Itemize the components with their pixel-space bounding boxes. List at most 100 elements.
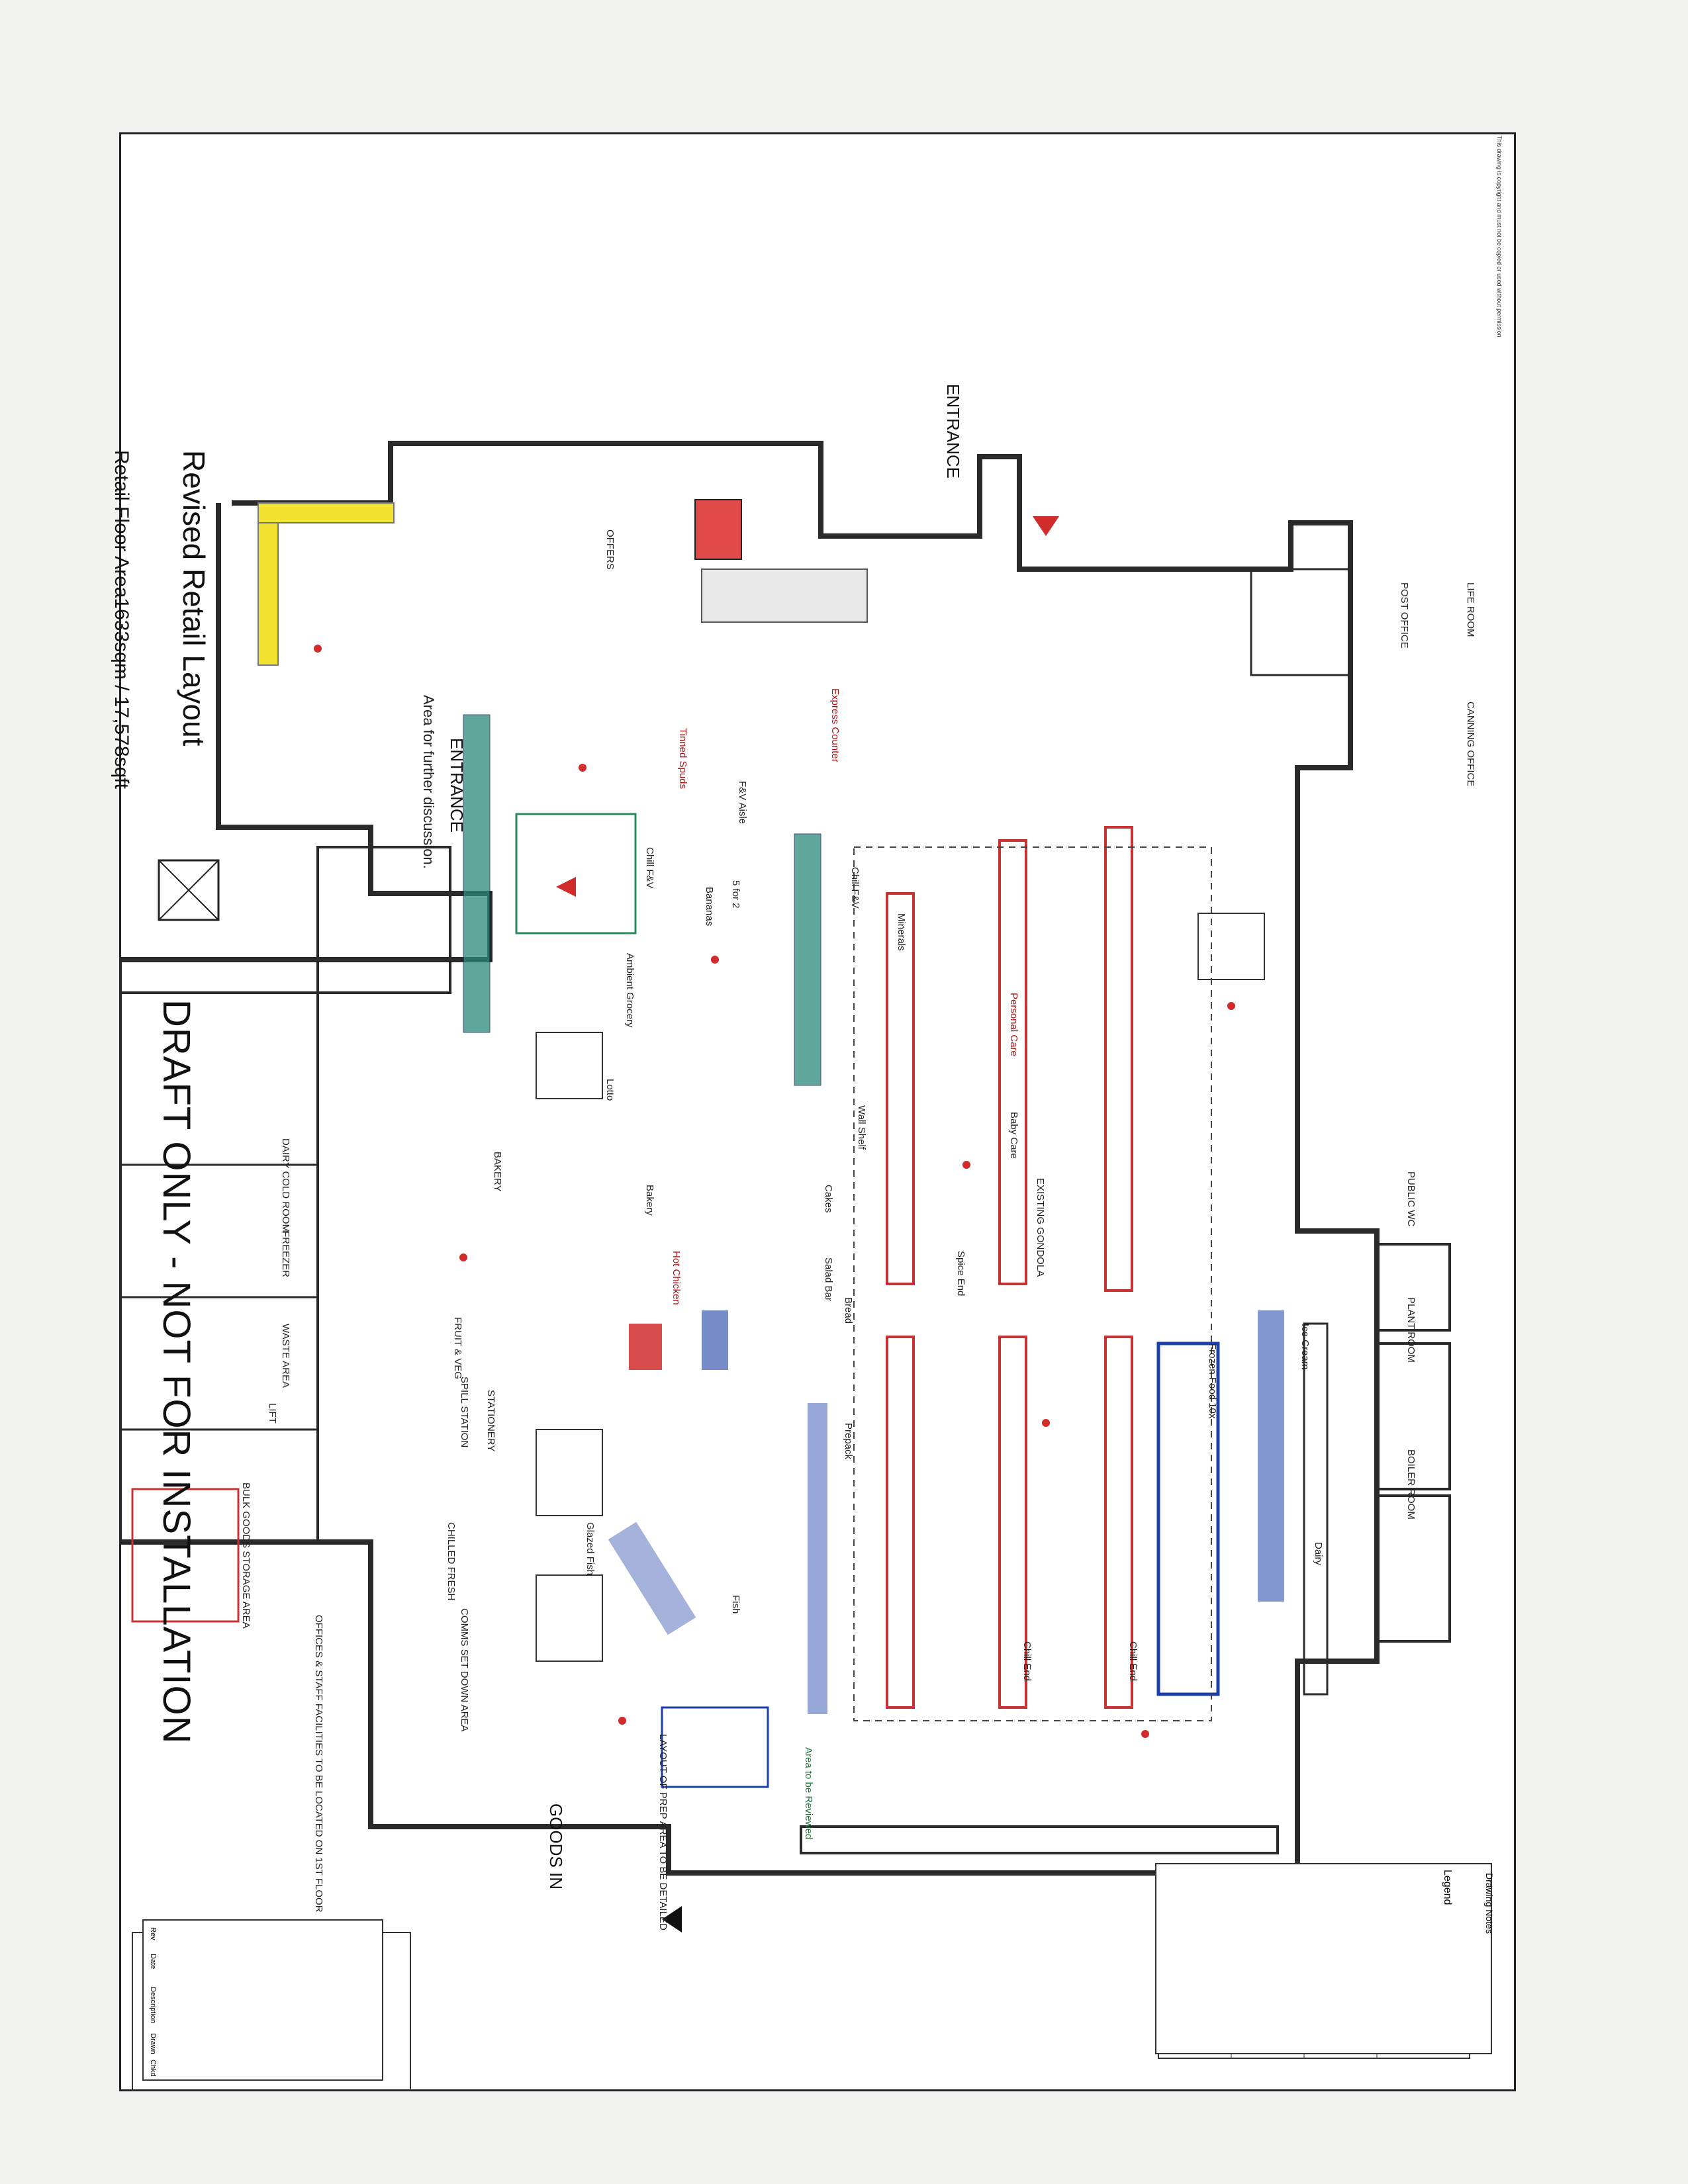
fixture-label: Chill End <box>1127 1641 1139 1682</box>
ice-cream-run <box>1258 1310 1284 1602</box>
offers-strip <box>258 502 279 666</box>
revision-header: Chkd <box>149 2060 157 2077</box>
fixture-label: F&V Aisle <box>737 781 748 825</box>
fish-counter <box>661 1706 769 1788</box>
fixture-label: Chill F&V <box>849 867 861 909</box>
revision-header: Rev <box>149 1927 157 1940</box>
promo-table-2 <box>1197 913 1265 980</box>
fixture-label: Hot Chicken <box>671 1251 682 1305</box>
revision-block: Rev Date Description Drawn Chkd <box>142 1919 383 2081</box>
room-label: POST OFFICE <box>1399 582 1410 649</box>
fixture-label: Bread <box>843 1297 854 1324</box>
sales-floor-guide <box>853 846 1212 1721</box>
side-note: LAYOUT OF PREP AREA TO BE DETAILED <box>657 1734 669 1931</box>
gondola-1 <box>886 892 915 1285</box>
fixture-label: Dairy <box>1313 1542 1324 1566</box>
room-label: PUBLIC WC <box>1405 1171 1417 1227</box>
fixture-label: Ice Cream <box>1299 1324 1311 1370</box>
room-label: BULK GOODS STORAGE AREA <box>240 1482 252 1629</box>
goods-in-label: GOODS IN <box>546 1803 566 1890</box>
room-label: LIFE ROOM <box>1465 582 1476 637</box>
fixture-label: Chill F&V <box>644 847 655 889</box>
copyright-note: This drawing is copyright and must not b… <box>1496 136 1503 338</box>
frozen-island <box>1156 1342 1220 1696</box>
revision-header: Drawn <box>149 2033 157 2054</box>
fixture-label: Lotto <box>604 1079 616 1101</box>
fixture-label: Express Counter <box>829 688 841 762</box>
room-label: BAKERY <box>492 1152 503 1192</box>
entrance-left-arrow <box>556 877 576 897</box>
entrance-top-arrow <box>1033 516 1059 536</box>
gondola-6 <box>1104 1336 1133 1709</box>
entrance-left-label: ENTRANCE <box>447 738 467 833</box>
side-note: Area for further discussion. <box>420 695 437 869</box>
gondola-2 <box>998 839 1027 1285</box>
fixture-label: 5 for 2 <box>730 880 741 909</box>
drawing-notes-title: Drawing Notes <box>1484 1873 1495 1934</box>
post-office <box>1250 568 1352 676</box>
room-label: CHILLED FRESH <box>445 1522 457 1601</box>
gondola-5 <box>998 1336 1027 1709</box>
fixture-label: Prepack <box>843 1423 854 1460</box>
room-label: SPILL STATION <box>459 1377 470 1448</box>
room-label: OFFICES & STAFF FACILITIES TO BE LOCATED… <box>313 1615 324 1913</box>
room-label: COMMS SET DOWN AREA <box>459 1608 470 1732</box>
marker-cluster <box>314 645 1235 1738</box>
entrance-ramp <box>701 569 868 623</box>
hot-chicken <box>629 1324 662 1370</box>
fixture-label: Chill End <box>1021 1641 1033 1682</box>
bulk-storage-racking <box>131 1488 240 1623</box>
public-wc <box>1376 1243 1451 1332</box>
room-label: DAIRY COLD ROOM <box>280 1138 291 1232</box>
fixture-label: Cakes <box>823 1185 834 1213</box>
plan-floor-area: Retail Floor Area1633sqm / 17,578sqft <box>111 450 132 789</box>
fixture-label: OFFERS <box>604 529 616 570</box>
revision-header: Description <box>149 1987 157 2024</box>
gondola-4 <box>886 1336 915 1709</box>
fixture-label: Frozen Food 10x <box>1207 1343 1218 1419</box>
prepack-run <box>808 1403 827 1714</box>
promo-table-4 <box>536 1574 603 1662</box>
fixture-label: Glazed Fish <box>585 1522 596 1576</box>
fixture-label: EXISTING GONDOLA <box>1035 1178 1046 1277</box>
goods-in-arrow <box>662 1906 682 1933</box>
legend-title: Legend <box>1442 1870 1453 1905</box>
fixture-label: Bananas <box>704 887 715 927</box>
dairy-run <box>1303 1322 1329 1696</box>
offers-strip-top <box>258 502 395 523</box>
drawing-sheet <box>119 132 1516 2091</box>
room-label: STATIONERY <box>485 1390 496 1452</box>
room-label: FREEZER <box>280 1231 291 1278</box>
room-label: CANNING OFFICE <box>1465 702 1476 787</box>
fixture-label: Salad Bar <box>823 1257 834 1301</box>
room-label: PLANT ROOM <box>1405 1297 1417 1363</box>
draft-banner: DRAFT ONLY - NOT FOR INSTALLATION <box>155 999 198 1745</box>
plant-room <box>1376 1342 1451 1490</box>
room-label: BOILER ROOM <box>1405 1449 1417 1520</box>
entrance-top-label: ENTRANCE <box>943 384 963 479</box>
fixture-label: Personal Care <box>1008 993 1019 1056</box>
gondola-3 <box>1104 826 1133 1292</box>
fixture-label: Bakery <box>644 1185 655 1216</box>
room-label: FRUIT & VEG <box>452 1317 463 1379</box>
room-label: LIFT <box>267 1403 278 1424</box>
boiler-room <box>1376 1494 1451 1643</box>
entrance-vestibule <box>694 499 742 560</box>
plan-title: Revised Retail Layout <box>177 450 211 747</box>
fixture-label: Tinned Spuds <box>677 728 688 790</box>
chill-fv-run-1 <box>463 714 491 1033</box>
lift-shaft <box>158 859 220 921</box>
fixture-label: Ambient Grocery <box>624 953 635 1028</box>
building-outline <box>119 441 1380 1876</box>
promo-table-3 <box>536 1429 603 1516</box>
chill-fv-run-2 <box>794 833 821 1086</box>
fixture-label: Minerals <box>896 913 907 951</box>
glazed-fish-counter <box>608 1522 696 1635</box>
stair-block <box>316 846 451 994</box>
boh-block <box>119 991 319 1543</box>
room-label: WASTE AREA <box>280 1324 291 1388</box>
legend-box: Legend <box>1155 1863 1492 2054</box>
fixture-label: Area to be Reviewed <box>803 1747 814 1840</box>
promo-table-1 <box>536 1032 603 1099</box>
fixture-label: Wall Shelf <box>856 1105 867 1150</box>
